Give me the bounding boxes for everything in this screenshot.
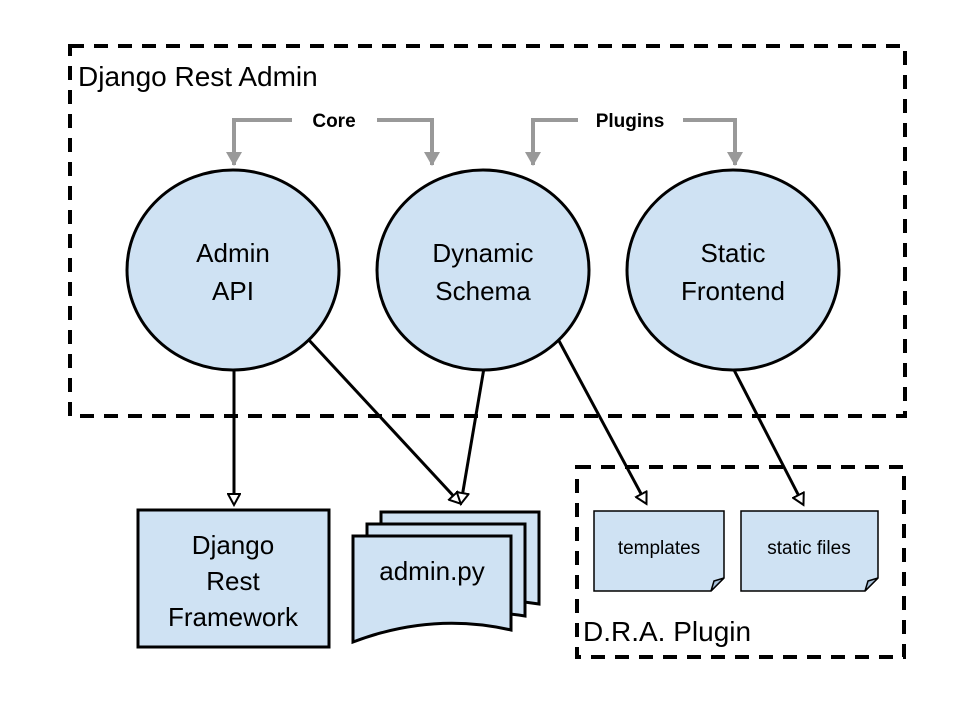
dra-plugin-label: D.R.A. Plugin [583,616,751,647]
arrow-static-frontend-to-static-files [731,367,803,504]
static-frontend-line2: Frontend [681,276,785,306]
node-static-files: static files [740,510,879,592]
core-arrow-left [226,118,292,166]
static-files-folded-corner [864,577,879,592]
node-django-rest-framework: Django Rest Framework [136,508,331,649]
dra-plugin-boundary [575,465,906,659]
plugins-arrow-right [683,118,743,166]
drf-line3: Framework [168,602,299,632]
static-files-label: static files [767,538,850,559]
node-static-frontend: Static Frontend [625,168,841,372]
core-annotation: Core [226,111,440,166]
admin-api-line2: API [212,276,254,306]
drf-line2: Rest [206,566,260,596]
django-rest-admin-label: Django Rest Admin [78,61,318,92]
admin-api-line1: Admin [196,238,270,268]
static-frontend-line1: Static [700,238,765,268]
core-arrow-right [377,118,440,166]
arrow-dynamic-schema-to-admin-py [461,367,486,503]
arrow-admin-api-to-admin-py [306,337,460,503]
core-label: Core [312,111,355,132]
admin-py-label: admin.py [379,556,485,586]
node-admin-py: admin.py [351,510,541,645]
plugins-arrow-left [525,118,578,166]
admin-py-front-page [351,534,513,645]
django-rest-admin-boundary [68,44,907,418]
node-admin-api: Admin API [125,168,341,372]
dependency-arrows [234,337,803,504]
plugins-annotation: Plugins [525,111,743,166]
plugins-label: Plugins [596,111,665,132]
templates-folded-corner [710,577,725,592]
dynamic-schema-line2: Schema [435,276,531,306]
arrow-dynamic-schema-to-templates [556,338,646,503]
dynamic-schema-line1: Dynamic [432,238,533,268]
node-templates: templates [593,510,725,592]
node-dynamic-schema: Dynamic Schema [375,168,591,372]
drf-line1: Django [192,530,274,560]
templates-label: templates [618,538,700,559]
